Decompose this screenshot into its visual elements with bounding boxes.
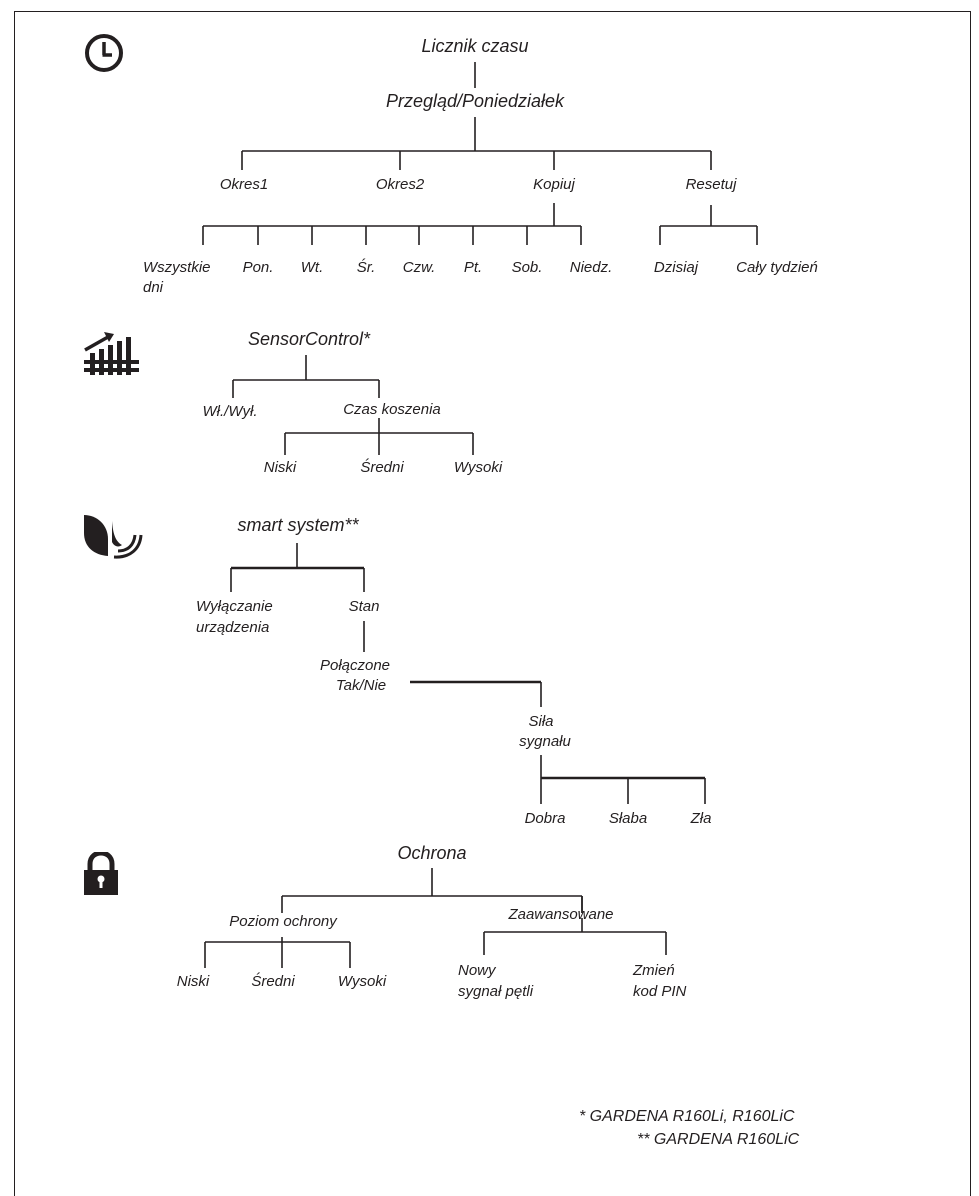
timer-copy-saturday: Sob.	[511, 259, 543, 276]
timer-copy-all-days-line2: dni	[143, 279, 164, 296]
security-option-advanced: Zaawansowane	[508, 906, 614, 923]
security-change-pin-line2: kod PIN	[633, 983, 687, 1000]
footnote-1: * GARDENA R160Li, R160LiC	[579, 1108, 795, 1125]
timer-option-period1: Okres1	[219, 176, 269, 193]
security-option-level: Poziom ochrony	[229, 913, 337, 930]
smart-signal-good: Dobra	[524, 810, 566, 827]
lock-icon	[84, 852, 118, 895]
security-level-medium: Średni	[251, 973, 295, 990]
timer-option-period2: Okres2	[375, 176, 425, 193]
timer-copy-all-days-line1: Wszystkie	[143, 259, 211, 276]
sensor-cutting-high: Wysoki	[453, 459, 503, 476]
timer-title: Licznik czasu	[421, 36, 529, 56]
timer-option-reset: Resetuj	[685, 176, 737, 193]
smart-signal-line2: sygnału	[519, 733, 571, 750]
page-frame	[14, 11, 971, 1196]
security-new-loop-signal-line2: sygnał pętli	[458, 983, 534, 1000]
smart-signal-bad: Zła	[690, 810, 712, 827]
security-level-high: Wysoki	[337, 973, 387, 990]
timer-copy-thursday: Czw.	[402, 259, 436, 276]
sensor-cutting-low: Niski	[263, 459, 297, 476]
smart-option-shutdown-line1: Wyłączanie	[196, 598, 273, 615]
smart-status-connected-line2: Tak/Nie	[335, 677, 387, 694]
smart-signal-line1: Siła	[528, 713, 554, 730]
smart-system-icon	[84, 515, 143, 559]
clock-icon	[85, 34, 123, 72]
timer-copy-tuesday: Wt.	[300, 259, 324, 276]
timer-option-copy: Kopiuj	[533, 176, 575, 193]
timer-reset-whole-week: Cały tydzień	[736, 259, 818, 276]
smart-status-connected-line1: Połączone	[319, 657, 391, 674]
timer-subtitle: Przegląd/Poniedziałek	[385, 91, 565, 111]
sensor-option-onoff: Wł./Wył.	[202, 403, 258, 420]
timer-copy-friday: Pt.	[463, 259, 483, 276]
smart-option-status: Stan	[348, 598, 380, 615]
security-change-pin-line1: Zmień	[633, 962, 675, 979]
sensor-cutting-medium: Średni	[360, 459, 404, 476]
sensor-control-icon	[84, 332, 139, 375]
timer-reset-today: Dzisiaj	[653, 259, 699, 276]
sensor-option-cutting-time: Czas koszenia	[343, 401, 441, 418]
timer-copy-sunday: Niedz.	[569, 259, 613, 276]
smart-signal-weak: Słaba	[608, 810, 648, 827]
timer-copy-monday: Pon.	[242, 259, 274, 276]
smart-title: smart system**	[237, 515, 359, 535]
smart-option-shutdown-line2: urządzenia	[196, 619, 270, 636]
footnote-2: ** GARDENA R160LiC	[637, 1131, 800, 1148]
timer-copy-wednesday: Śr.	[356, 259, 376, 276]
security-level-low: Niski	[176, 973, 210, 990]
sensor-title: SensorControl*	[247, 329, 371, 349]
security-title: Ochrona	[397, 843, 467, 863]
security-new-loop-signal-line1: Nowy	[458, 962, 496, 979]
